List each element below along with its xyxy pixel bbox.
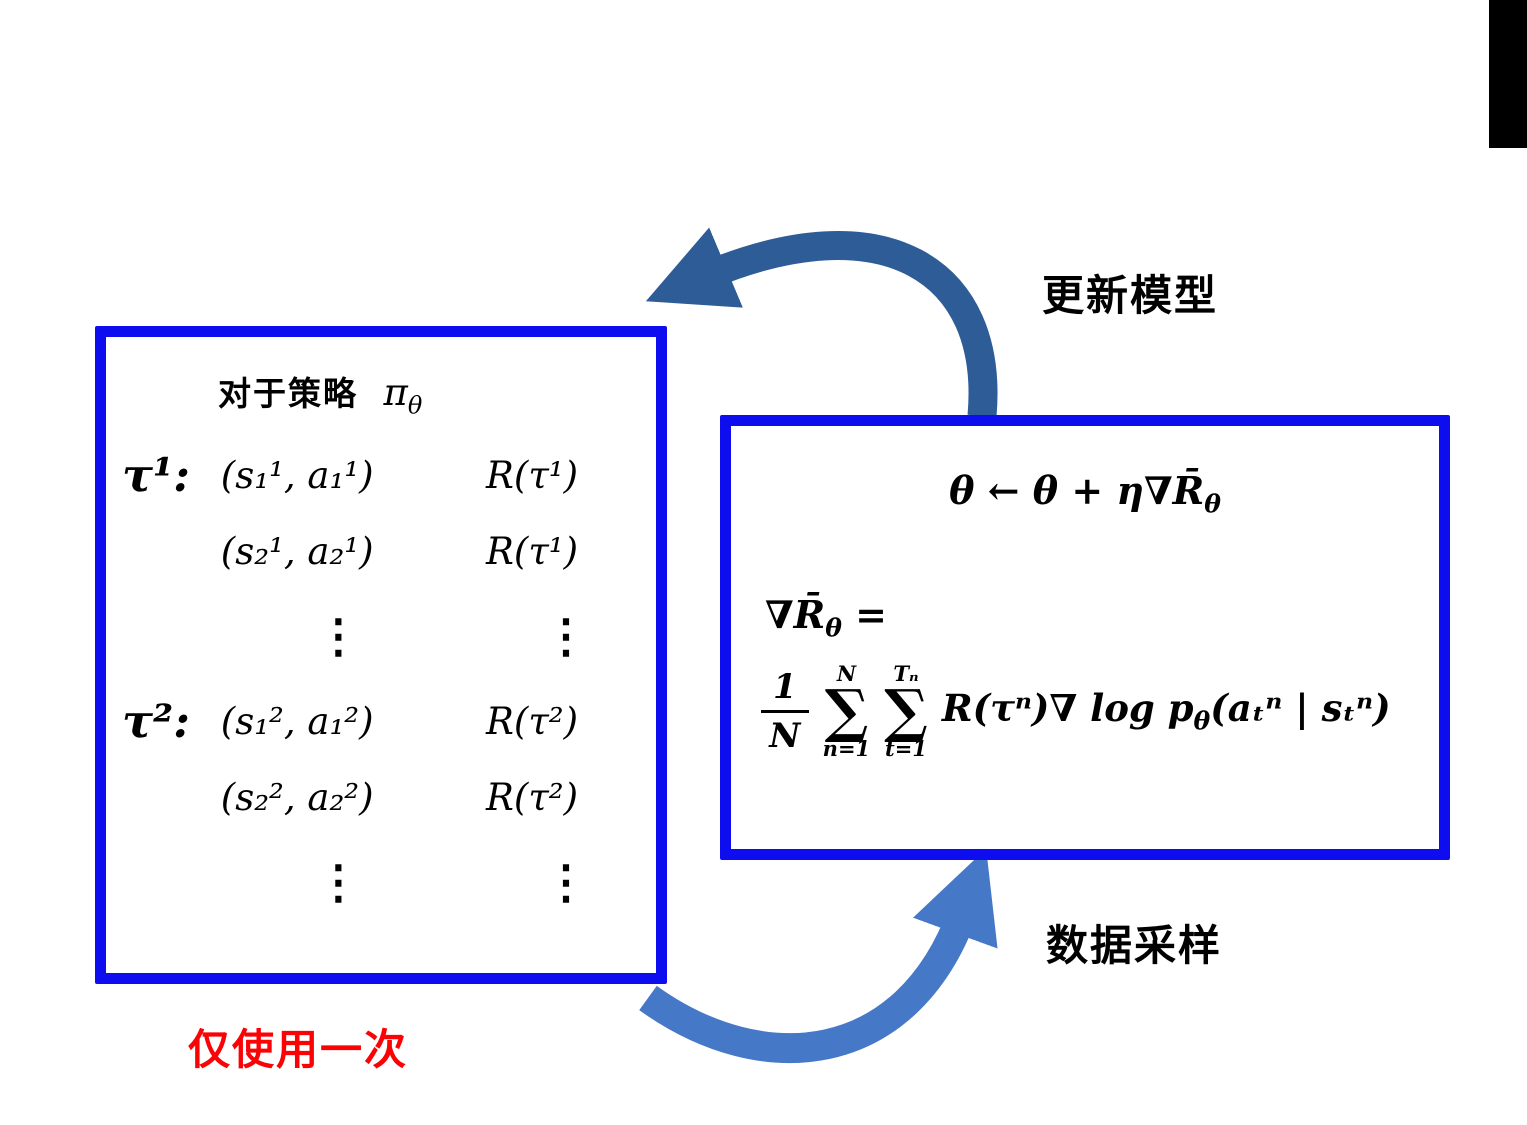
trajectory-row-ellipsis: ⋮ ⋮ <box>122 835 646 929</box>
state-action-pair: (s₁¹, a₁¹) <box>220 453 374 497</box>
r-bar-symbol: R̄ <box>1172 468 1205 513</box>
vertical-ellipsis: ⋮ <box>543 855 590 909</box>
tau-label: τ¹: <box>122 448 191 502</box>
update-arrow-icon <box>645 227 998 418</box>
vertical-ellipsis: ⋮ <box>543 609 590 663</box>
reward-value: R(τ²) <box>486 699 579 743</box>
vertical-ellipsis: ⋮ <box>315 609 362 663</box>
trajectory-row-ellipsis: ⋮ ⋮ <box>122 589 646 683</box>
corner-block <box>1489 0 1527 148</box>
reward-value: R(τ¹) <box>486 453 579 497</box>
vertical-ellipsis: ⋮ <box>315 855 362 909</box>
tau-label: τ²: <box>122 694 191 748</box>
trajectory-row: τ²: (s₁², a₁²) R(τ²) <box>122 683 646 759</box>
gradient-term: R(τⁿ)∇ log pθ(aₜⁿ | sₜⁿ) <box>941 686 1391 736</box>
reward-value: R(τ¹) <box>486 529 579 573</box>
theta-update-equation: θ ← θ + η∇R̄θ <box>949 468 1221 519</box>
state-action-pair: (s₂², a₂²) <box>220 775 374 819</box>
gradient-lhs: ∇R̄θ = <box>765 592 887 643</box>
update-box: θ ← θ + η∇R̄θ ∇R̄θ = 1 N N ∑ n=1 Tₙ ∑ t=… <box>720 415 1450 860</box>
gradient-sum-expression: 1 N N ∑ n=1 Tₙ ∑ t=1 R(τⁿ)∇ log pθ(aₜⁿ |… <box>761 662 1391 760</box>
state-action-pair: (s₂¹, a₂¹) <box>220 529 374 573</box>
trajectory-rows: τ¹: (s₁¹, a₁¹) R(τ¹) (s₂¹, a₂¹) R(τ¹) ⋮ … <box>122 437 646 929</box>
sigma-icon: ∑ <box>884 677 928 746</box>
trajectory-row: (s₂², a₂²) R(τ²) <box>122 759 646 835</box>
update-model-label: 更新模型 <box>1042 271 1219 320</box>
policy-title: 对于策略 πθ <box>218 367 422 419</box>
fraction-one-over-N: 1 N <box>761 667 809 756</box>
sum-over-n: N ∑ n=1 <box>822 661 871 762</box>
policy-symbol: πθ <box>383 371 423 420</box>
policy-title-text: 对于策略 <box>218 374 358 413</box>
use-once-label: 仅使用一次 <box>188 1025 409 1074</box>
reward-value: R(τ²) <box>486 775 579 819</box>
trajectory-box: 对于策略 πθ τ¹: (s₁¹, a₁¹) R(τ¹) (s₂¹, a₂¹) … <box>95 326 667 984</box>
sum-over-t: Tₙ ∑ t=1 <box>884 661 928 762</box>
sample-arrow-icon <box>639 848 998 1064</box>
trajectory-row: τ¹: (s₁¹, a₁¹) R(τ¹) <box>122 437 646 513</box>
data-sampling-label: 数据采样 <box>1046 921 1223 970</box>
trajectory-row: (s₂¹, a₂¹) R(τ¹) <box>122 513 646 589</box>
r-bar-symbol: R̄ <box>793 592 826 637</box>
sigma-icon: ∑ <box>824 677 869 746</box>
state-action-pair: (s₁², a₁²) <box>220 699 374 743</box>
